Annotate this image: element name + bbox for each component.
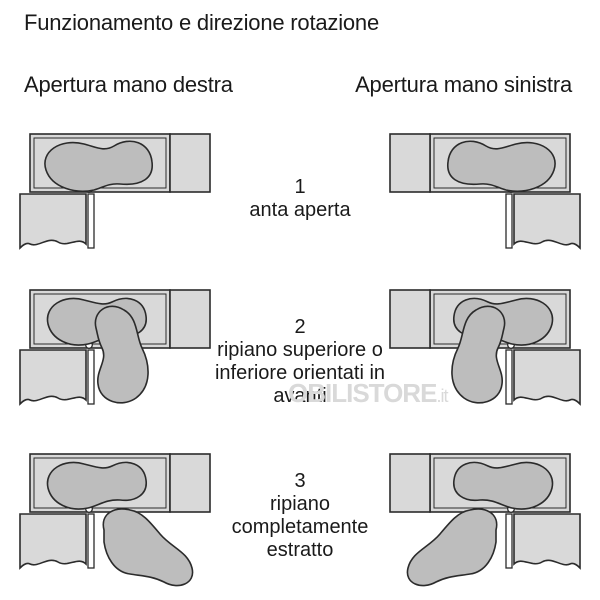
step-text: anta aperta xyxy=(249,199,351,221)
column-heading-right-hand: Apertura mano destra xyxy=(24,72,233,97)
watermark-brand: OBILISTORE xyxy=(288,378,437,408)
diagram-right-hand-step-3 xyxy=(18,452,218,592)
diagram-left-hand-step-3 xyxy=(386,452,586,592)
step-number: 2 xyxy=(294,316,306,338)
step-2-caption: 2 ripiano superiore o inferiore orientat… xyxy=(195,316,405,408)
step-text: ripiano superiore o inferiore orientati … xyxy=(214,339,386,407)
diagram-right-hand-step-2 xyxy=(18,288,218,418)
step-number: 1 xyxy=(294,176,306,198)
step-3-caption: 3 ripiano completamente estratto xyxy=(195,470,405,562)
page-title: Funzionamento e direzione rotazione xyxy=(24,10,380,35)
column-heading-left-hand: Apertura mano sinistra xyxy=(355,72,572,97)
step-text: ripiano completamente estratto xyxy=(231,493,369,561)
watermark-suffix: .it xyxy=(436,386,448,406)
step-1-caption: 1 anta aperta xyxy=(195,176,405,222)
step-number: 3 xyxy=(294,470,306,492)
diagram-left-hand-step-1 xyxy=(386,132,586,254)
brand-watermark: OBILISTORE.it xyxy=(288,378,448,409)
diagram-right-hand-step-1 xyxy=(18,132,218,254)
diagram-left-hand-step-2 xyxy=(386,288,586,418)
